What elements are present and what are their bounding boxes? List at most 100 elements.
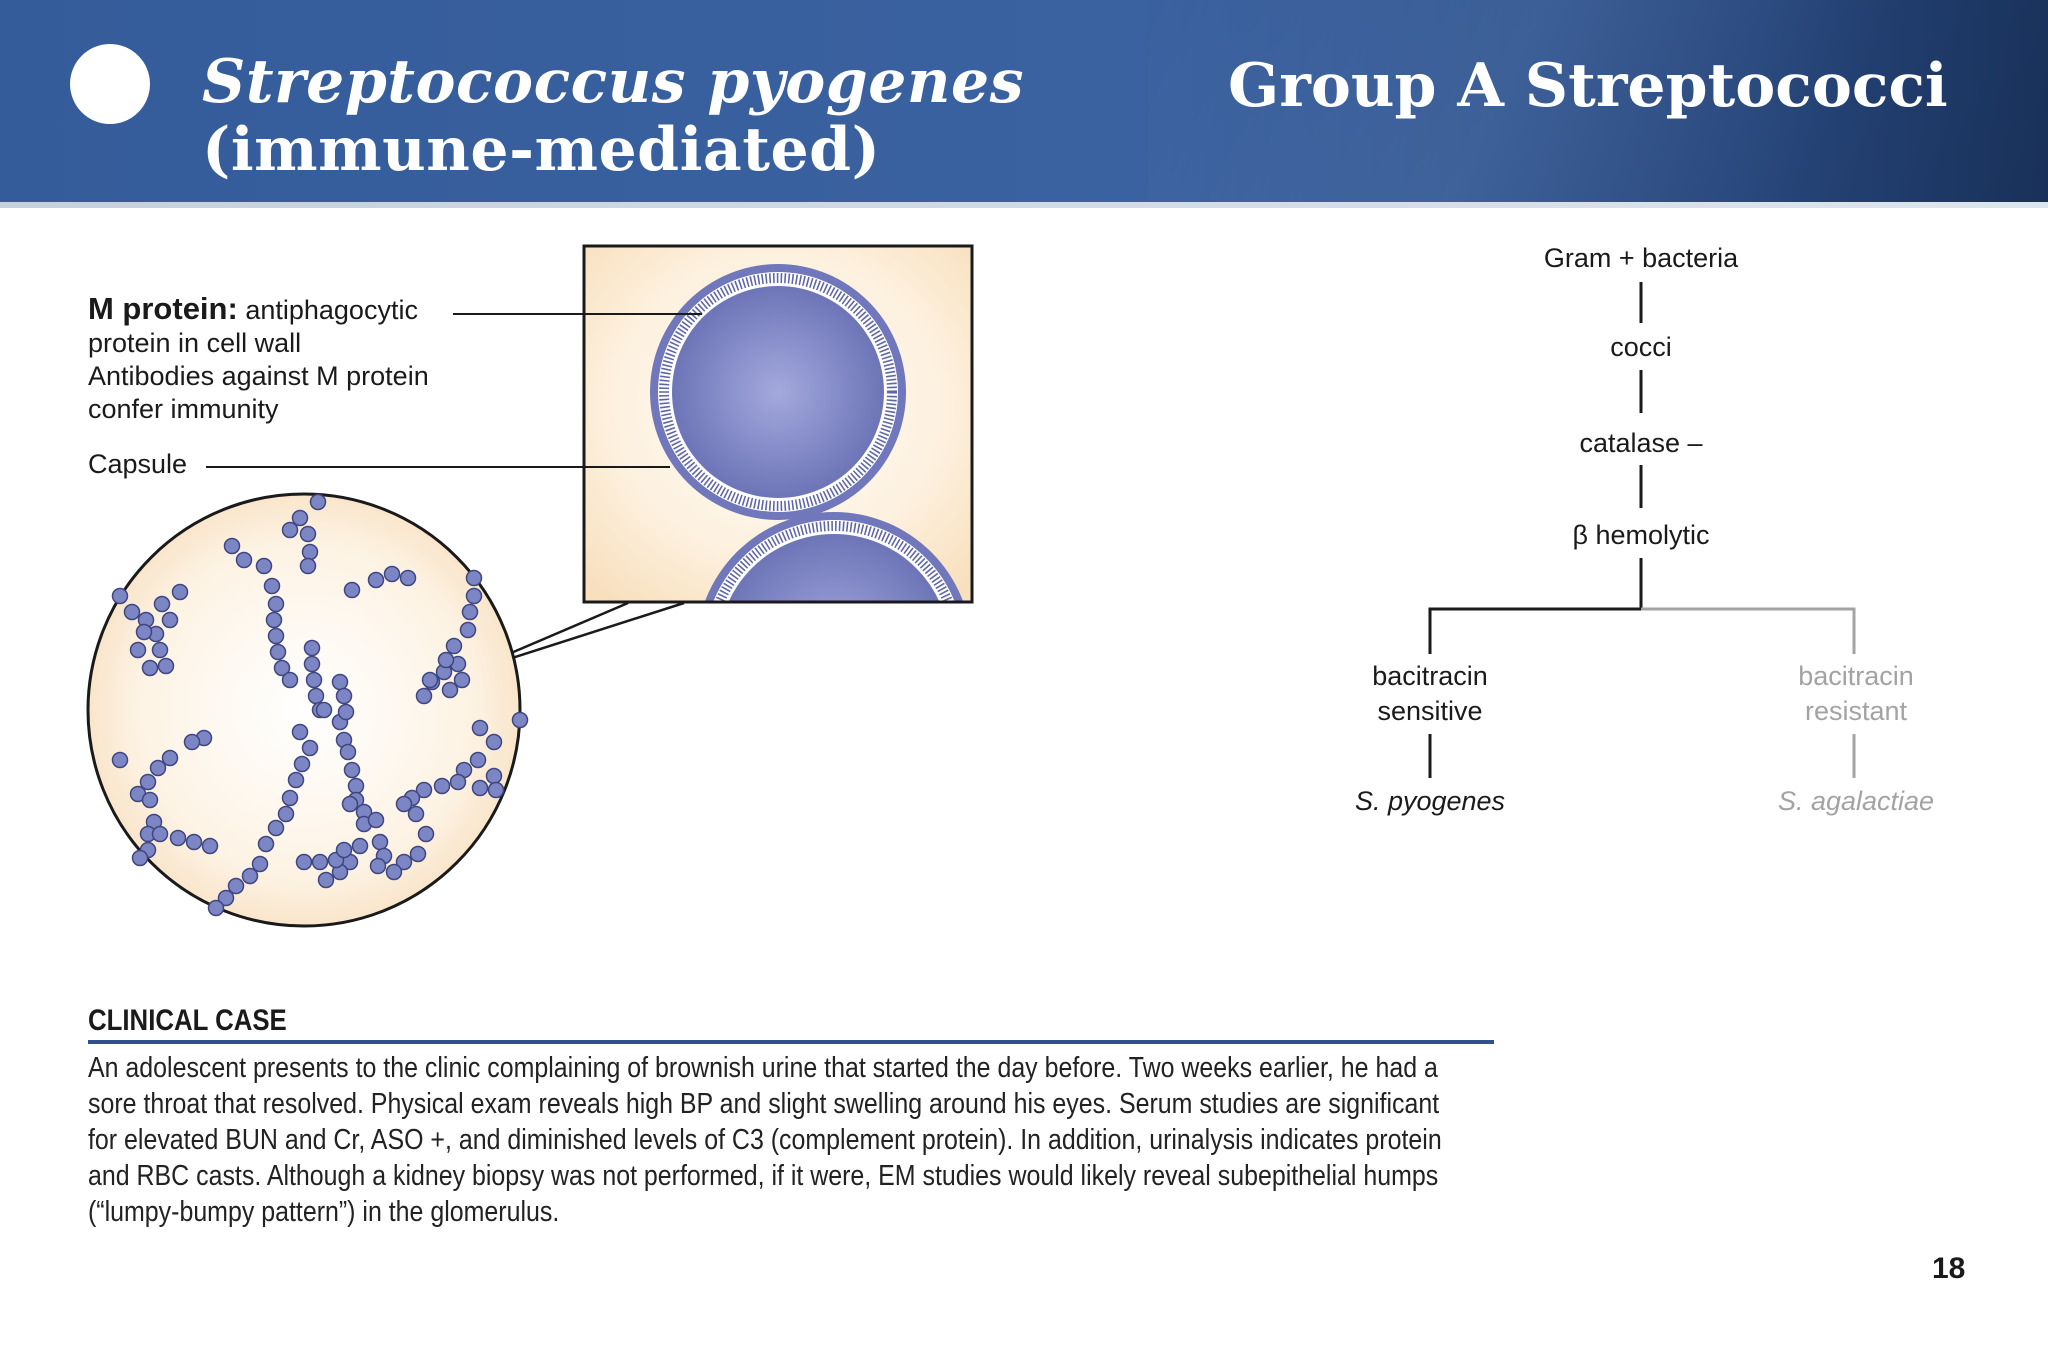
coccus-cell — [287, 771, 305, 789]
title-qualifier: (immune-mediated) — [202, 115, 881, 185]
coccus-cell — [183, 733, 201, 751]
coccus-cell — [367, 571, 385, 589]
coccus-cell — [453, 671, 471, 689]
coccus-cell — [267, 595, 285, 613]
coccus-cell — [269, 643, 287, 661]
coccus-cell — [337, 703, 355, 721]
coccus-cell — [207, 899, 225, 917]
coccus-cell — [151, 641, 169, 659]
coccus-cell — [171, 583, 189, 601]
header-band — [0, 202, 2048, 208]
coccus-cell — [281, 521, 299, 539]
coccus-cell — [303, 655, 321, 673]
coccus-cell — [339, 743, 357, 761]
coccus-cell — [415, 687, 433, 705]
streptococcus-cell-upper — [650, 264, 906, 520]
node-gram-positive: Gram + bacteria — [1543, 243, 1739, 273]
coccus-cell — [235, 551, 253, 569]
coccus-cell — [123, 603, 141, 621]
header-shade — [1148, 0, 2048, 202]
coccus-cell — [301, 739, 319, 757]
coccus-cell — [161, 749, 179, 767]
clinical-case-rule — [88, 1040, 1494, 1044]
coccus-cell — [129, 641, 147, 659]
coccus-cell — [139, 773, 157, 791]
coccus-cell — [161, 611, 179, 629]
coccus-cell — [149, 759, 167, 777]
classification-flowchart-lines — [1428, 282, 1856, 778]
coccus-cell — [295, 853, 313, 871]
coccus-cell — [335, 841, 353, 859]
coccus-cell — [409, 845, 427, 863]
coccus-cell — [449, 773, 467, 791]
coccus-cell — [111, 587, 129, 605]
coccus-cell — [309, 493, 327, 511]
coccus-cell — [263, 577, 281, 595]
coccus-cell — [299, 557, 317, 575]
node-s-pyogenes: S. pyogenes — [1354, 786, 1506, 816]
m-protein-label: M protein: antiphagocytic protein in cel… — [88, 292, 429, 426]
coccus-cell — [471, 719, 489, 737]
node-catalase-negative: catalase – — [1579, 428, 1703, 458]
coccus-cell — [383, 565, 401, 583]
clinical-case-line: (“lumpy-bumpy pattern”) in the glomerulu… — [88, 1196, 560, 1228]
coccus-cell — [267, 627, 285, 645]
coccus-cell — [471, 779, 489, 797]
clinical-case-heading: CLINICAL CASE — [88, 1004, 287, 1037]
node-cocci: cocci — [1610, 332, 1672, 362]
streptococcus-cell-lower — [704, 512, 964, 602]
coccus-cell — [291, 723, 309, 741]
coccus-cell — [487, 781, 505, 799]
coccus-cell — [293, 755, 311, 773]
clinical-case-line: sore throat that resolved. Physical exam… — [88, 1088, 1440, 1120]
m-protein-desc-4: confer immunity — [88, 394, 279, 424]
page-title: Streptococcus pyogenes (immune-mediated) — [202, 48, 1024, 184]
coccus-cell — [417, 825, 435, 843]
magnified-inset — [582, 244, 974, 604]
m-protein-desc-2: protein in cell wall — [88, 328, 302, 358]
coccus-cell — [469, 751, 487, 769]
coccus-cell — [465, 587, 483, 605]
node-s-agalactiae: S. agalactiae — [1777, 786, 1935, 816]
coccus-cell — [415, 781, 433, 799]
clinical-case-line: for elevated BUN and Cr, ASO +, and dimi… — [88, 1124, 1442, 1156]
coccus-cell — [461, 603, 479, 621]
coccus-cell — [407, 805, 425, 823]
clinical-case-line: An adolescent presents to the clinic com… — [88, 1052, 1438, 1084]
page-header: Streptococcus pyogenes (immune-mediated)… — [0, 0, 2048, 202]
coccus-cell — [437, 651, 455, 669]
title-species: Streptococcus pyogenes — [202, 47, 1024, 117]
m-protein-term: M protein: — [88, 291, 238, 326]
coccus-cell — [111, 751, 129, 769]
coccus-cell — [433, 777, 451, 795]
coccus-cell — [441, 681, 459, 699]
coccus-cell — [511, 711, 529, 729]
group-title: Group A Streptococci — [1228, 51, 1948, 121]
coccus-cell — [317, 871, 335, 889]
clinical-case-text: An adolescent presents to the clinic com… — [88, 1050, 1507, 1230]
coccus-cell — [241, 867, 259, 885]
coccus-cell — [257, 835, 275, 853]
coccus-cell — [201, 837, 219, 855]
coccus-cell — [291, 509, 309, 527]
clinical-case-line: and RBC casts. Although a kidney biopsy … — [88, 1160, 1439, 1192]
coccus-cell — [465, 569, 483, 587]
coccus-cell — [343, 581, 361, 599]
coccus-cell — [385, 863, 403, 881]
coccus-cell — [315, 701, 333, 719]
coccus-cell — [399, 569, 417, 587]
coccus-cell — [311, 853, 329, 871]
coccus-cell — [395, 853, 413, 871]
bacteria-illustration — [86, 244, 974, 928]
coccus-cell — [299, 525, 317, 543]
coccus-cell — [141, 791, 159, 809]
coccus-cell — [335, 687, 353, 705]
coccus-cell — [277, 805, 295, 823]
coccus-cell — [217, 889, 235, 907]
coccus-cell — [157, 657, 175, 675]
coccus-cell — [351, 837, 369, 855]
coccus-cell — [255, 557, 273, 575]
bullet-circle-icon — [70, 44, 150, 124]
microscope-field — [86, 492, 529, 928]
coccus-cell — [131, 849, 149, 867]
